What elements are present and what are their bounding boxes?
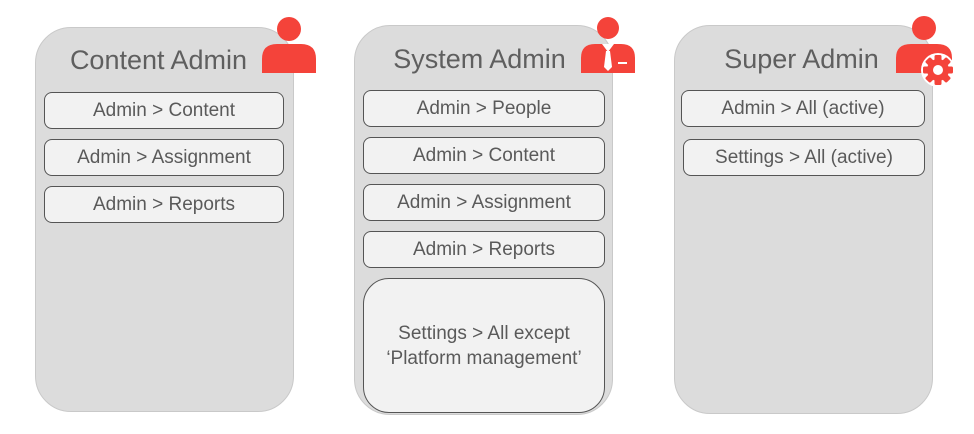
- permission-item: Admin > All (active): [681, 90, 925, 127]
- permission-item: Admin > People: [363, 90, 605, 127]
- super-admin-card: Super Admin Admin > All (active) Setting…: [674, 25, 933, 414]
- permission-line: ‘Platform management’: [386, 347, 582, 369]
- permission-item: Settings > All (active): [683, 139, 925, 176]
- card-title: System Admin: [393, 44, 566, 74]
- card-title: Content Admin: [69, 45, 248, 75]
- content-admin-card: Content Admin Admin > Content Admin > As…: [35, 27, 294, 412]
- permission-item: Admin > Assignment: [363, 184, 605, 221]
- permission-item: Admin > Content: [363, 137, 605, 174]
- person-icon: [262, 17, 316, 73]
- permission-item-settings: Settings > All except ‘Platform manageme…: [363, 278, 605, 413]
- person-with-tie-icon: [581, 17, 635, 73]
- person-with-gear-icon: [896, 16, 955, 86]
- system-admin-card: System Admin Admin > People Admin > Cont…: [354, 25, 613, 415]
- permission-item: Admin > Reports: [44, 186, 284, 223]
- permission-item: Admin > Assignment: [44, 139, 284, 176]
- card-title: Super Admin: [724, 44, 879, 74]
- permission-item: Admin > Reports: [363, 231, 605, 268]
- permission-item: Admin > Content: [44, 92, 284, 129]
- permission-line: Settings > All except: [398, 322, 570, 344]
